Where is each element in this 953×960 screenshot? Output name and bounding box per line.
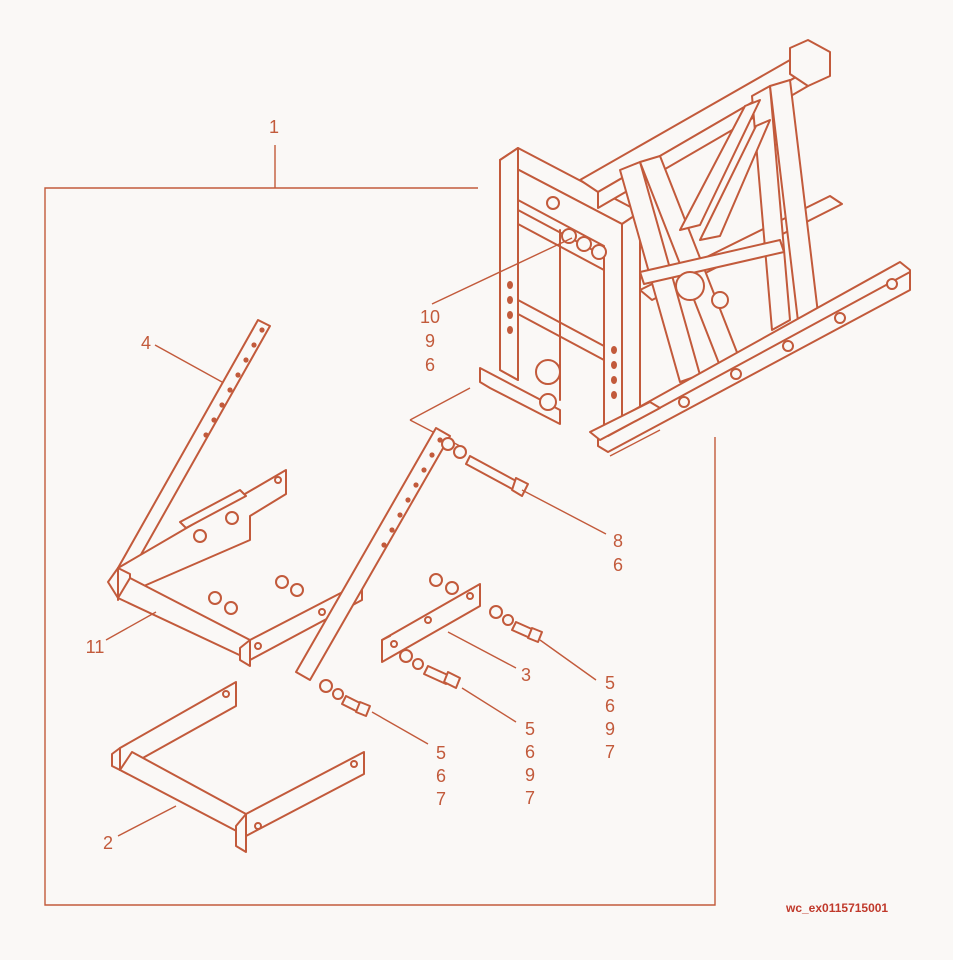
part-11-frame — [107, 469, 363, 667]
bolt-8 — [441, 437, 529, 497]
leader-lines — [105, 237, 607, 837]
part-2-frame — [111, 681, 365, 853]
callout-10-2: 9 — [424, 331, 435, 351]
part-long-arm — [295, 427, 451, 681]
callout-5b-4: 7 — [524, 788, 535, 808]
callout-8-2: 6 — [612, 555, 623, 575]
bolt-5-right — [489, 605, 543, 643]
callout-4: 4 — [140, 333, 151, 353]
callout-5a-2: 6 — [604, 696, 615, 716]
callout-5b-1: 5 — [524, 719, 535, 739]
assembly-bracket — [44, 187, 716, 906]
callout-5a-1: 5 — [604, 673, 615, 693]
part-3-plate — [381, 573, 481, 663]
callout-11: 11 — [85, 637, 105, 657]
bolt-5-bottom — [319, 679, 371, 717]
callout-8-1: 8 — [612, 531, 623, 551]
callout-5b-3: 9 — [524, 765, 535, 785]
callout-5c-3: 7 — [435, 789, 446, 809]
callout-5a-4: 7 — [604, 742, 615, 762]
reference-code: wc_ex0115715001 — [786, 901, 889, 915]
callout-5b-2: 6 — [524, 742, 535, 762]
bolt-5-middle — [399, 649, 461, 689]
callout-2: 2 — [102, 833, 113, 853]
callout-3: 3 — [520, 665, 531, 685]
main-frame — [409, 39, 911, 457]
callout-5c-1: 5 — [435, 743, 446, 763]
callout-1: 1 — [268, 117, 279, 137]
callout-10-3: 6 — [424, 355, 435, 375]
callout-5a-3: 9 — [604, 719, 615, 739]
callout-10-1: 10 — [419, 307, 441, 327]
callout-5c-2: 6 — [435, 766, 446, 786]
fasteners-left — [208, 575, 304, 615]
